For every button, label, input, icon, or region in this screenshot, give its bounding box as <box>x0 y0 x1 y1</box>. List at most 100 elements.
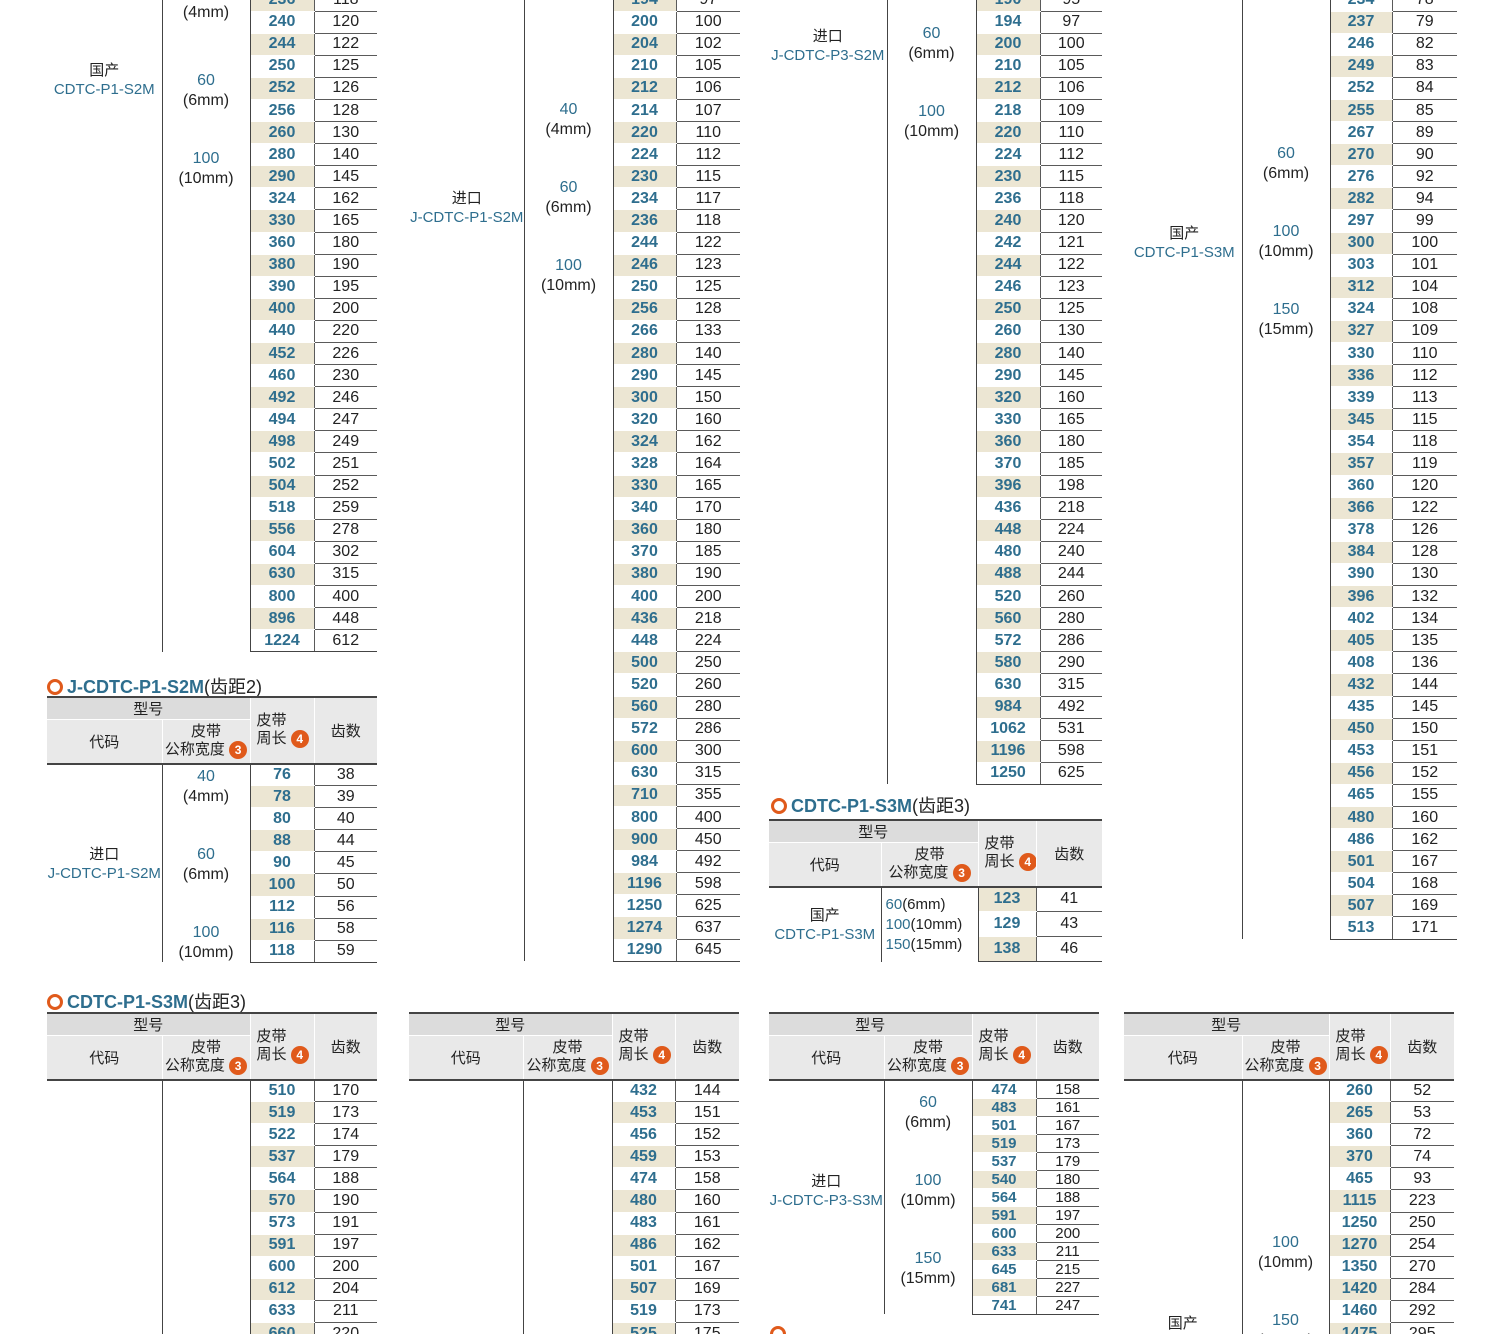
teeth-count-cell: 161 <box>1035 1098 1100 1117</box>
belt-length-cell: 405 <box>1330 629 1392 653</box>
teeth-count-cell: 286 <box>1039 629 1102 653</box>
belt-length-cell: 513 <box>1330 916 1392 940</box>
origin-label: 国产 <box>1169 225 1200 242</box>
teeth-count-cell: 132 <box>1391 585 1457 609</box>
product-code: J-CDTC-P1-S2M <box>47 864 161 882</box>
teeth-count-cell: 84 <box>1391 77 1457 100</box>
belt-length-cell: 237 <box>1330 11 1392 34</box>
teeth-count-cell: 400 <box>313 585 377 609</box>
teeth-count-cell: 93 <box>1389 1167 1455 1191</box>
header-belt-length: 皮带 周长 4 <box>971 1013 1037 1080</box>
belt-length-cell: 630 <box>976 673 1040 697</box>
belt-length-cell: 900 <box>613 828 676 852</box>
belt-length-cell: 501 <box>612 1256 676 1279</box>
belt-length-cell: 556 <box>250 519 314 542</box>
width-cell: 100(10mm)150(15mm) <box>1242 1079 1330 1334</box>
teeth-count-cell: 40 <box>313 807 378 831</box>
origin-label: 进口 <box>89 845 120 863</box>
teeth-count-cell: 200 <box>675 585 740 609</box>
teeth-count-cell: 162 <box>313 187 377 211</box>
badge-4-icon: 4 <box>290 1046 309 1065</box>
belt-length-cell: 80 <box>250 807 315 831</box>
teeth-count-cell: 95 <box>1039 0 1102 12</box>
badge-3-icon: 3 <box>229 741 248 760</box>
width-cell: 60(6mm)100(10mm) <box>887 0 977 785</box>
belt-length-cell: 324 <box>1330 298 1392 321</box>
teeth-count-cell: 260 <box>1039 585 1102 609</box>
belt-length-cell: 354 <box>1330 430 1392 454</box>
width-label-w100: 100(10mm) <box>885 915 963 933</box>
belt-length-cell: 129 <box>978 911 1037 937</box>
teeth-count-cell: 128 <box>1391 541 1457 564</box>
header-teeth: 齿数 <box>674 1013 740 1080</box>
teeth-count-cell: 450 <box>675 828 740 852</box>
width-cell <box>523 1079 613 1334</box>
teeth-count-cell: 100 <box>1391 232 1457 255</box>
belt-length-cell: 218 <box>976 99 1040 123</box>
teeth-count-cell: 107 <box>675 99 740 123</box>
teeth-count-cell: 224 <box>675 629 740 653</box>
teeth-count-cell: 180 <box>313 232 377 255</box>
belt-length-cell: 249 <box>1330 55 1392 78</box>
belt-length-cell: 260 <box>1329 1079 1391 1103</box>
belt-length-cell: 486 <box>1330 828 1392 852</box>
teeth-count-cell: 43 <box>1035 911 1103 937</box>
teeth-count-cell: 165 <box>1039 408 1102 432</box>
teeth-count-cell: 218 <box>1039 497 1102 520</box>
belt-length-cell: 200 <box>613 11 676 34</box>
teeth-count-cell: 152 <box>674 1123 740 1147</box>
header-teeth: 齿数 <box>1389 1013 1455 1080</box>
belt-length-cell: 78 <box>250 785 315 809</box>
teeth-count-cell: 220 <box>313 1322 378 1334</box>
belt-length-cell: 519 <box>972 1134 1037 1153</box>
belt-length-cell: 460 <box>250 364 314 388</box>
width-label-w60: 60(6mm) <box>182 845 230 883</box>
teeth-count-cell: 92 <box>1391 165 1457 189</box>
belt-length-cell: 380 <box>250 254 314 277</box>
belt-length-cell: 290 <box>613 364 676 388</box>
header-teeth: 齿数 <box>1035 1013 1100 1080</box>
width-label-w40: 40(4mm) <box>182 0 230 21</box>
belt-length-cell: 1196 <box>976 740 1040 763</box>
belt-length-cell: 1115 <box>1329 1189 1391 1213</box>
width-label-w100: 100(10mm) <box>903 103 960 140</box>
belt-length-cell: 984 <box>976 696 1040 719</box>
belt-length-cell: 483 <box>612 1212 676 1235</box>
belt-length-cell: 448 <box>976 519 1040 542</box>
belt-length-cell: 320 <box>613 408 676 432</box>
teeth-count-cell: 173 <box>1035 1134 1100 1153</box>
header-code: 代码 <box>409 1035 523 1080</box>
belt-length-cell: 236 <box>976 187 1040 211</box>
teeth-count-cell: 195 <box>313 276 377 299</box>
